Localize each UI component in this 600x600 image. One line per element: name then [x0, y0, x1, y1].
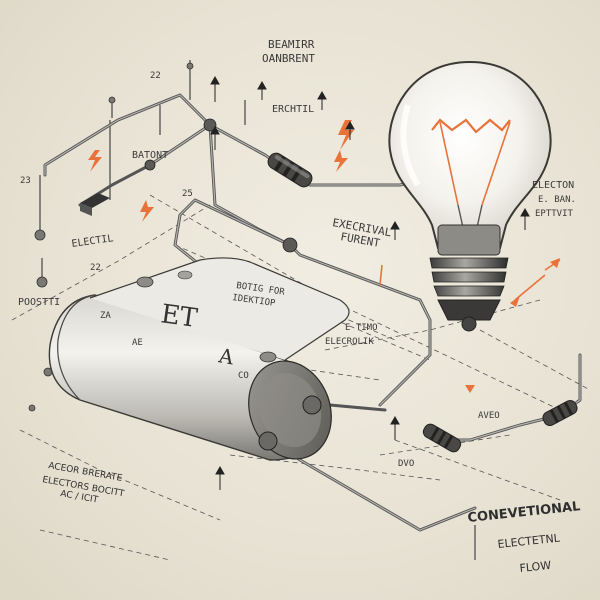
arrow-down-icon — [465, 258, 560, 393]
label-conventional-1: CONEVETIONAL — [467, 499, 581, 526]
label-electrolik-1: E TIMO — [345, 323, 378, 333]
label-electrolik-2: ELECROLIK — [325, 337, 374, 347]
label-erchtil: ERCHTIL — [272, 104, 314, 115]
battery-side-2: AE — [132, 338, 143, 348]
label-aveo: AVEO — [478, 411, 500, 421]
num-23a: 23 — [20, 176, 31, 186]
label-top-2: OANBRENT — [262, 52, 315, 65]
label-batont: BATONT — [132, 150, 168, 161]
label-electon-1: ELECTON — [532, 180, 574, 191]
battery-side-1: ZA — [100, 311, 111, 321]
label-dvo: DVO — [398, 459, 414, 469]
label-positi: POOSTTI — [18, 297, 60, 308]
label-conventional-3: FLOW — [519, 559, 552, 575]
label-electon-3: EPTTVIT — [535, 209, 574, 219]
small-arrows — [210, 75, 530, 490]
light-bulb — [388, 60, 552, 332]
label-conventional-2: ELECTETNL — [497, 531, 561, 551]
lightning-bolt-icon — [88, 120, 354, 222]
num-22a: 22 — [90, 263, 101, 273]
resistor-top — [267, 152, 313, 188]
num-22b: 22 — [150, 71, 161, 81]
battery-face-label-2: A — [216, 343, 236, 369]
label-electon-2: E. BAN. — [538, 195, 576, 205]
resistor-lower — [422, 423, 462, 453]
resistor-right — [542, 399, 578, 427]
battery — [48, 257, 350, 461]
junction-nodes — [144, 118, 298, 253]
battery-face-label: ET — [159, 299, 200, 334]
label-electil: ELECTIL — [71, 233, 114, 250]
battery-side-3: CO — [238, 371, 249, 381]
pin-heads — [28, 62, 194, 412]
num-25: 25 — [182, 189, 193, 199]
switch-block — [80, 193, 110, 216]
label-top-1: BEAMIRR — [268, 38, 315, 51]
